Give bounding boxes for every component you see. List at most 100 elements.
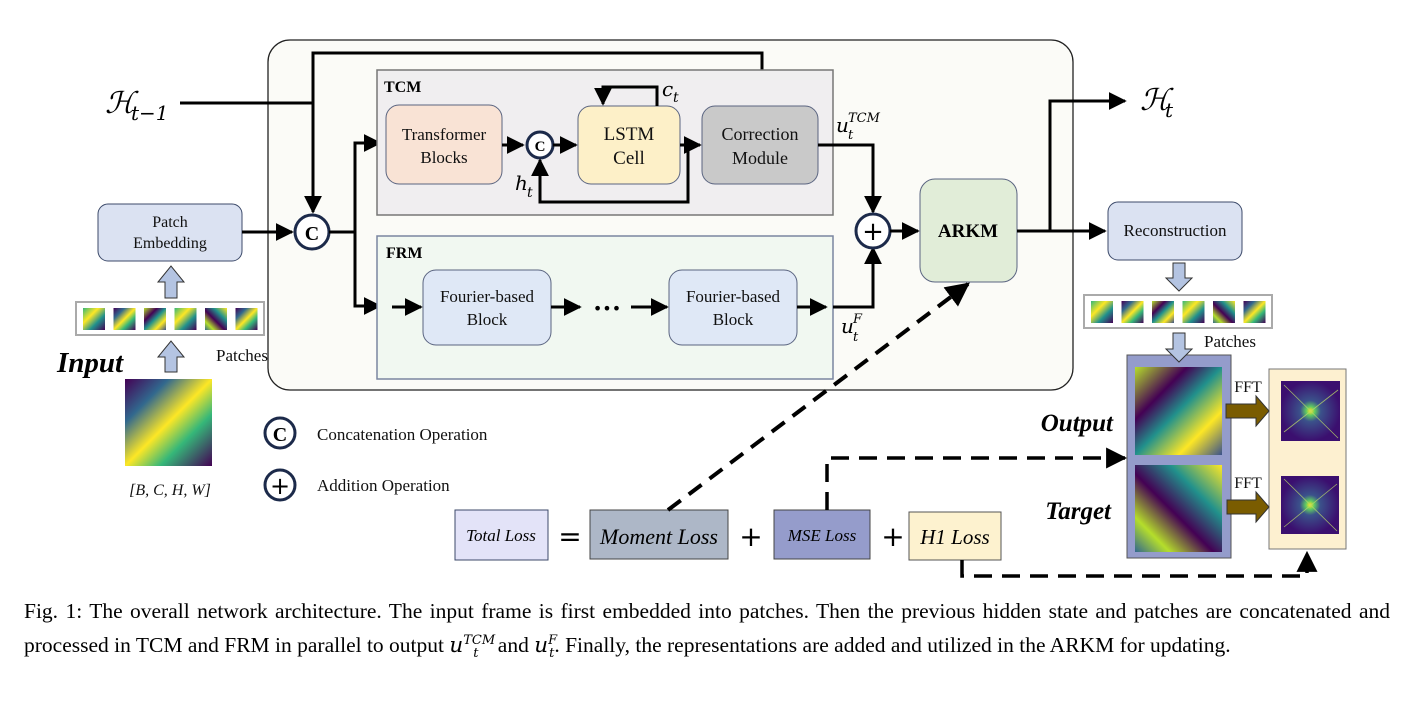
patches-to-embedding-arrow <box>156 265 186 299</box>
svg-text:t: t <box>853 330 859 345</box>
fourier-block-1-line1: Fourier-based <box>440 287 535 306</box>
patch-thumbnail <box>113 308 136 330</box>
correction-module-box <box>701 105 819 185</box>
output-patches-label: Patches <box>1204 332 1256 351</box>
svg-text:u: u <box>836 113 849 137</box>
patch-thumbnail <box>1121 301 1144 323</box>
patch-embedding-box <box>97 203 243 262</box>
output-patches <box>1091 301 1266 323</box>
svg-text:ℋ: ℋ <box>1140 83 1174 118</box>
mse-loss-box <box>773 509 871 560</box>
lstm-cell-box <box>577 105 681 185</box>
arkm-to-hidden-next <box>1048 92 1127 231</box>
legend-add-label: Addition Operation <box>317 476 450 495</box>
moment-loss-to-arkm <box>666 282 970 512</box>
patch-thumbnail <box>144 308 166 330</box>
input-patch-strip <box>75 301 265 336</box>
patch-embedding-line2: Embedding <box>133 235 207 252</box>
fourier-block-1-line2: Block <box>467 310 508 329</box>
svg-text:TCM: TCM <box>848 111 881 126</box>
input-title: Input <box>56 347 124 379</box>
svg-text:t: t <box>527 185 533 201</box>
svg-text:t: t <box>673 90 679 106</box>
caption-suffix: . Finally, the representations are added… <box>554 633 1231 658</box>
transformer-line2: Blocks <box>420 148 467 167</box>
loss-equals: = <box>558 520 581 553</box>
patch-thumbnail <box>1091 301 1113 323</box>
h1-loss-box <box>908 511 1002 561</box>
fft-label-output: FFT <box>1234 379 1262 396</box>
u-tcm-label: u t TCM <box>836 111 881 143</box>
moment-loss-label: Moment Loss <box>599 524 718 549</box>
concat-symbol: C <box>305 223 319 245</box>
fft-spectrum-streaks <box>1283 384 1339 532</box>
h1-loss-to-fft <box>960 550 1318 578</box>
output-field-image <box>1135 367 1222 455</box>
input-to-patches-arrow <box>156 340 186 373</box>
reconstruction-label: Reconstruction <box>1124 221 1227 240</box>
hidden-state-next-label: ℋ t <box>1140 83 1174 122</box>
legend-concat-label: Concatenation Operation <box>317 425 488 444</box>
moment-loss-box <box>589 509 729 560</box>
patch-thumbnail <box>1243 301 1266 323</box>
target-label: Target <box>1045 498 1112 525</box>
input-patches-label: Patches <box>216 346 268 365</box>
legend-concat-symbol: C <box>273 424 287 446</box>
input-frame-image <box>125 379 212 466</box>
hidden-state-prev-label: ℋ t−1 <box>105 86 169 125</box>
fft-arrow-target <box>1226 490 1270 524</box>
svg-text:u: u <box>841 314 854 338</box>
fourier-block-2-line2: Block <box>713 310 754 329</box>
patch-thumbnail <box>83 308 105 330</box>
cell-state-loop <box>594 85 659 106</box>
patch-thumbnail <box>1213 301 1235 323</box>
target-field-image <box>1135 465 1222 552</box>
fourier-block-1 <box>422 269 552 346</box>
tcm-output-line <box>818 143 882 214</box>
loss-plus-2: + <box>881 520 904 553</box>
arkm-label: ARKM <box>938 221 998 242</box>
add-symbol: + <box>862 217 884 247</box>
patch-thumbnail <box>174 308 197 330</box>
frm-title: FRM <box>386 245 422 262</box>
total-loss-label: Total Loss <box>466 526 536 545</box>
svg-text:t: t <box>1165 98 1174 122</box>
u-f-label: u t F <box>841 312 863 345</box>
patch-thumbnail <box>235 308 258 330</box>
reconstruction-down-arrow <box>1164 262 1194 292</box>
tcm-concat-symbol: C <box>535 139 546 155</box>
mse-loss-to-output <box>825 447 1128 510</box>
patches-to-output-arrow <box>1164 332 1194 363</box>
hidden-state-loop <box>531 145 690 204</box>
patch-thumbnail <box>1182 301 1205 323</box>
h1-loss-label: H1 Loss <box>919 525 989 549</box>
svg-text:t−1: t−1 <box>131 101 169 125</box>
fft-label-target: FFT <box>1234 475 1262 492</box>
fourier-block-2 <box>668 269 798 346</box>
legend-add-symbol: + <box>270 472 290 500</box>
architecture-diagram: ℋ t−1 Patch Embedding Patches Input [B, … <box>56 39 1347 578</box>
svg-text:h: h <box>515 171 528 195</box>
caption-prefix: Fig. 1: The overall network architecture… <box>24 599 1390 658</box>
mse-loss-label: MSE Loss <box>787 526 857 545</box>
total-loss-box <box>454 509 549 561</box>
patch-thumbnail <box>1152 301 1174 323</box>
lstm-line2: Cell <box>613 148 645 169</box>
output-label: Output <box>1041 410 1114 437</box>
concat-to-tcm <box>329 134 382 234</box>
legend-add-icon <box>263 468 297 502</box>
reconstruction-box <box>1107 201 1243 261</box>
output-patch-strip <box>1083 294 1273 329</box>
transformer-line1: Transformer <box>402 125 487 144</box>
input-patches <box>83 308 258 330</box>
fft-arrow-output <box>1225 394 1270 428</box>
svg-text:ℋ: ℋ <box>105 86 139 121</box>
frm-ellipsis: ••• <box>593 299 621 318</box>
patch-embedding-line1: Patch <box>152 214 188 231</box>
frm-output-line <box>833 246 882 309</box>
legend-concat-icon <box>263 416 297 450</box>
caption-u-f: uFt <box>534 633 558 662</box>
correction-line1: Correction <box>722 124 799 144</box>
concat-to-frm <box>353 232 382 315</box>
cell-state-label: c t <box>662 77 679 106</box>
